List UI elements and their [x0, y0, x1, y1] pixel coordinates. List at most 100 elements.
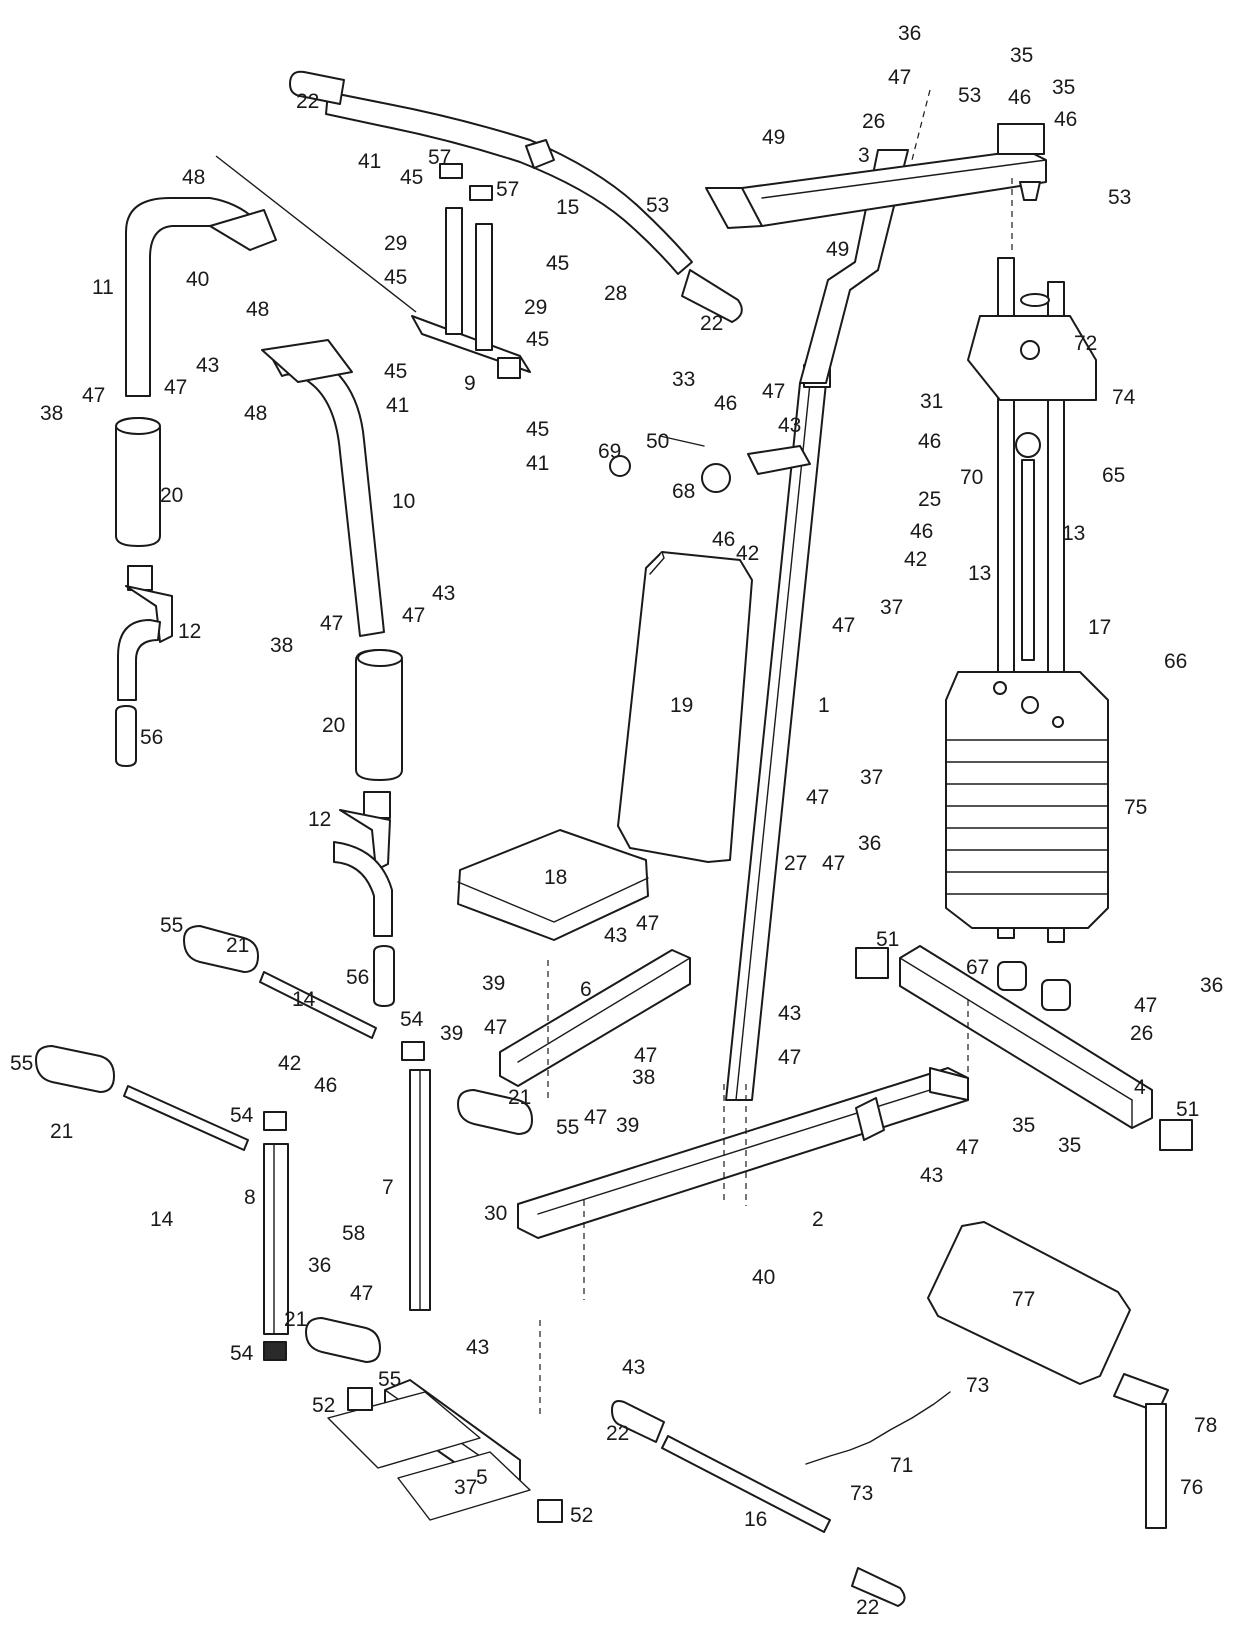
- end-cap-part-54-c: [263, 1341, 287, 1361]
- label-part-36-d: 36: [308, 1254, 331, 1277]
- grip-part-22-right: [681, 269, 743, 323]
- label-part-42-a: 42: [736, 542, 759, 565]
- label-part-47-b: 47: [762, 380, 785, 403]
- label-part-47-o: 47: [956, 1136, 979, 1159]
- bracket-part-12-lower: [333, 791, 393, 937]
- label-part-43-d: 43: [604, 924, 627, 947]
- label-part-39-b: 39: [440, 1022, 463, 1045]
- arm-pad-part-20-upper: [115, 417, 161, 547]
- label-part-66: 66: [1164, 650, 1187, 673]
- label-part-40-a: 40: [186, 268, 209, 291]
- label-part-45-f: 45: [526, 418, 549, 441]
- label-part-42-c: 42: [278, 1052, 301, 1075]
- seat-tube-part-6: [499, 949, 691, 1087]
- end-cap-part-52-a: [347, 1387, 373, 1411]
- label-part-49-a: 49: [762, 126, 785, 149]
- label-part-49-b: 49: [826, 238, 849, 261]
- label-part-53-a: 53: [958, 84, 981, 107]
- roller-part-21-c: [35, 1045, 115, 1093]
- label-part-72: 72: [1074, 332, 1097, 355]
- end-cap-part-54-a: [401, 1041, 425, 1061]
- label-part-47-i: 47: [822, 852, 845, 875]
- label-part-41-a: 41: [358, 150, 381, 173]
- preacher-pad-part-77: [927, 1221, 1131, 1385]
- bumper-part-67-a: [997, 961, 1027, 991]
- label-part-21-b: 21: [508, 1086, 531, 1109]
- label-part-58: 58: [342, 1222, 365, 1245]
- label-part-22-c: 22: [606, 1422, 629, 1445]
- label-part-50: 50: [646, 430, 669, 453]
- label-part-4: 4: [1134, 1076, 1146, 1099]
- label-part-47-j: 47: [636, 912, 659, 935]
- label-part-37-c: 37: [454, 1476, 477, 1499]
- grip-part-22-top: [289, 70, 345, 105]
- base-beam-part-2: [517, 1067, 969, 1239]
- label-part-43-e: 43: [778, 1002, 801, 1025]
- label-part-69: 69: [598, 440, 621, 463]
- label-part-55-b: 55: [556, 1116, 579, 1139]
- label-part-48-b: 48: [246, 298, 269, 321]
- label-part-75: 75: [1124, 796, 1147, 819]
- roller-part-21-a: [183, 925, 259, 973]
- main-upright-part-1: [725, 364, 831, 1101]
- label-part-41-c: 41: [526, 452, 549, 475]
- label-part-36-a: 36: [898, 22, 921, 45]
- label-part-53-b: 53: [646, 194, 669, 217]
- label-part-19: 19: [670, 694, 693, 717]
- label-part-12-a: 12: [178, 620, 201, 643]
- label-part-45-a: 45: [400, 166, 423, 189]
- label-part-11-a: 11: [92, 276, 114, 299]
- label-part-17: 17: [1088, 616, 1111, 639]
- label-part-55-d: 55: [378, 1368, 401, 1391]
- top-plate-part-74: [967, 293, 1097, 401]
- label-part-10: 10: [392, 490, 415, 513]
- rear-base-part-4: [899, 945, 1153, 1129]
- label-part-46-c: 46: [714, 392, 737, 415]
- label-part-65: 65: [1102, 464, 1125, 487]
- label-part-9: 9: [464, 372, 476, 395]
- label-part-37-a: 37: [880, 596, 903, 619]
- backrest-pad-part-19: [617, 551, 753, 863]
- label-part-47-c: 47: [82, 384, 105, 407]
- label-part-15: 15: [556, 196, 579, 219]
- seat-pad-part-18: [457, 829, 649, 941]
- upper-arm-part-11: [125, 197, 277, 397]
- label-part-36-b: 36: [858, 832, 881, 855]
- label-part-33: 33: [672, 368, 695, 391]
- label-part-46-d: 46: [918, 430, 941, 453]
- label-part-77: 77: [1012, 1288, 1035, 1311]
- label-part-30: 30: [484, 1202, 507, 1225]
- grip-part-22-short-left: [611, 1400, 665, 1443]
- label-part-37-b: 37: [860, 766, 883, 789]
- label-part-43-a: 43: [196, 354, 219, 377]
- label-part-6: 6: [580, 978, 592, 1001]
- label-part-20-b: 20: [322, 714, 345, 737]
- label-part-12-b: 12: [308, 808, 331, 831]
- label-part-73-b: 73: [850, 1482, 873, 1505]
- label-part-46-g: 46: [314, 1074, 337, 1097]
- label-part-22-a: 22: [296, 90, 319, 113]
- shaft-part-14-b: [123, 1085, 249, 1151]
- label-part-48-c: 48: [244, 402, 267, 425]
- label-part-5: 5: [476, 1466, 488, 1489]
- label-part-21-d: 21: [284, 1308, 307, 1331]
- sleeve-part-56-upper: [115, 705, 137, 767]
- label-part-45-c: 45: [546, 252, 569, 275]
- leg-post-part-8: [263, 1143, 289, 1335]
- label-part-78: 78: [1194, 1414, 1217, 1437]
- bumper-part-67-b: [1041, 979, 1071, 1011]
- pivot-bracket-part-9: [411, 207, 531, 379]
- label-part-51-a: 51: [876, 928, 899, 951]
- label-part-13-a: 13: [1062, 522, 1085, 545]
- label-part-45-b: 45: [384, 266, 407, 289]
- label-part-38-b: 38: [270, 634, 293, 657]
- label-part-35-d: 35: [1058, 1134, 1081, 1157]
- label-part-47-h: 47: [806, 786, 829, 809]
- label-part-45-d: 45: [526, 328, 549, 351]
- label-part-8: 8: [244, 1186, 256, 1209]
- label-part-76: 76: [1180, 1476, 1203, 1499]
- label-part-55-c: 55: [10, 1052, 33, 1075]
- label-part-56-b: 56: [346, 966, 369, 989]
- label-part-57-b: 57: [496, 178, 519, 201]
- label-part-52-a: 52: [312, 1394, 335, 1417]
